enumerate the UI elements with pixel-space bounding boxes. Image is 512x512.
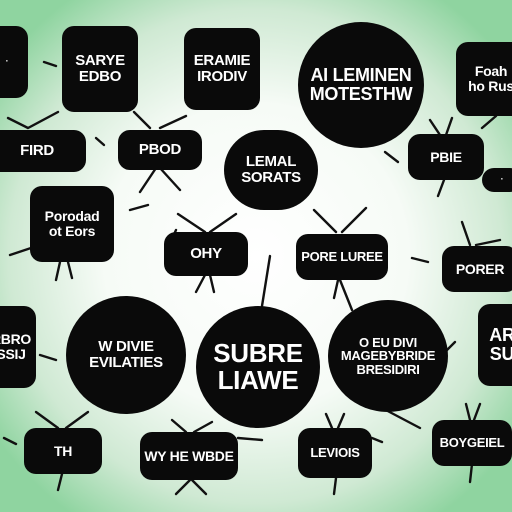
node-w-divie[interactable]: W DIVIE EVILATIES bbox=[66, 296, 186, 414]
node-label: ot Eors bbox=[48, 223, 96, 239]
node-sarye[interactable]: SARYE EDBO bbox=[62, 26, 138, 112]
node-ohy[interactable]: OHY bbox=[164, 232, 248, 276]
connector-line bbox=[383, 150, 400, 164]
node-subre[interactable]: SUBRE LIAWE bbox=[196, 306, 320, 428]
node-label: AI LEMINEN bbox=[310, 65, 412, 86]
node-o-eu-divi[interactable]: O EU DIVI MAGEBYBRIDE BRESIDIRI bbox=[328, 300, 448, 412]
node-boygeiel[interactable]: BOYGEIEL bbox=[432, 420, 512, 466]
connector-line bbox=[338, 278, 354, 312]
connector-line bbox=[236, 436, 264, 442]
node-label: SORATS bbox=[241, 169, 301, 186]
connector-line bbox=[128, 203, 150, 212]
flourish-mark bbox=[460, 220, 502, 247]
node-label: ERAMIE bbox=[193, 52, 251, 70]
node-label: PBOD bbox=[138, 141, 182, 159]
node-pbie[interactable]: PBIE bbox=[408, 134, 484, 180]
connector-line bbox=[2, 436, 18, 446]
node-label: ho Rus bbox=[468, 78, 512, 94]
node-label: TH bbox=[53, 442, 73, 459]
node-left-top[interactable]: · bbox=[0, 26, 28, 98]
node-pbod[interactable]: PBOD bbox=[118, 130, 202, 170]
node-fird[interactable]: FIRD bbox=[0, 130, 86, 172]
node-label: PBIE bbox=[430, 148, 462, 165]
node-label: · bbox=[500, 174, 504, 185]
node-th[interactable]: TH bbox=[24, 428, 102, 474]
connector-line bbox=[370, 436, 384, 444]
node-ar[interactable]: AR SU bbox=[478, 304, 512, 386]
node-label: SU bbox=[489, 344, 512, 364]
connector-line bbox=[480, 114, 498, 130]
node-label: LEVIOIS bbox=[310, 445, 360, 461]
node-label: LEMAL bbox=[245, 153, 297, 171]
connector-line bbox=[42, 60, 58, 68]
node-label: PORER bbox=[455, 260, 505, 277]
connector-line bbox=[410, 256, 430, 264]
node-label: OHY bbox=[190, 245, 222, 263]
node-label: Porodad bbox=[44, 208, 100, 225]
node-eramie[interactable]: ERAMIE IRODIV bbox=[184, 28, 260, 110]
connector-line bbox=[260, 254, 272, 308]
node-label: EDBO bbox=[78, 68, 122, 85]
node-label: MAGEBYBRIDE bbox=[340, 348, 436, 364]
node-label: O EU DIVI bbox=[359, 334, 417, 350]
node-label: AR bbox=[489, 325, 512, 346]
node-label: BOYGEIEL bbox=[439, 435, 505, 451]
node-right-tab[interactable]: · bbox=[482, 168, 512, 192]
node-label: LIAWE bbox=[217, 365, 299, 395]
node-label: SSIJ bbox=[0, 346, 26, 362]
node-label: SARYE bbox=[75, 52, 125, 70]
node-label: MOTESTHW bbox=[309, 84, 413, 104]
node-label: IRODIV bbox=[197, 68, 247, 85]
node-label: BRESIDIRI bbox=[356, 361, 420, 377]
node-label: FIRD bbox=[20, 142, 54, 160]
node-label: W DIVIE bbox=[98, 338, 154, 356]
flourish-mark bbox=[54, 260, 74, 282]
node-ai-leminen[interactable]: AI LEMINEN MOTESTHW bbox=[298, 22, 424, 148]
node-label: WY HE WBDE bbox=[144, 447, 234, 464]
node-wy-he-wbde[interactable]: WY HE WBDE bbox=[140, 432, 238, 480]
node-lemal[interactable]: LEMAL SORATS bbox=[224, 130, 318, 210]
connector-line bbox=[38, 353, 58, 362]
node-foah[interactable]: Foah ho Rus bbox=[456, 42, 512, 116]
node-label: EVILATIES bbox=[89, 354, 163, 371]
node-porodad[interactable]: Porodad ot Eors bbox=[30, 186, 114, 262]
node-pore-luree[interactable]: PORE LUREE bbox=[296, 234, 388, 280]
node-levioi[interactable]: LEVIOIS bbox=[298, 428, 372, 478]
node-label: Foah bbox=[474, 63, 508, 80]
connector-line bbox=[94, 136, 106, 147]
node-label: · bbox=[5, 56, 9, 67]
node-label: PORE LUREE bbox=[301, 249, 383, 265]
node-porer[interactable]: PORER bbox=[442, 246, 512, 292]
node-label: SUBRE bbox=[213, 337, 303, 368]
